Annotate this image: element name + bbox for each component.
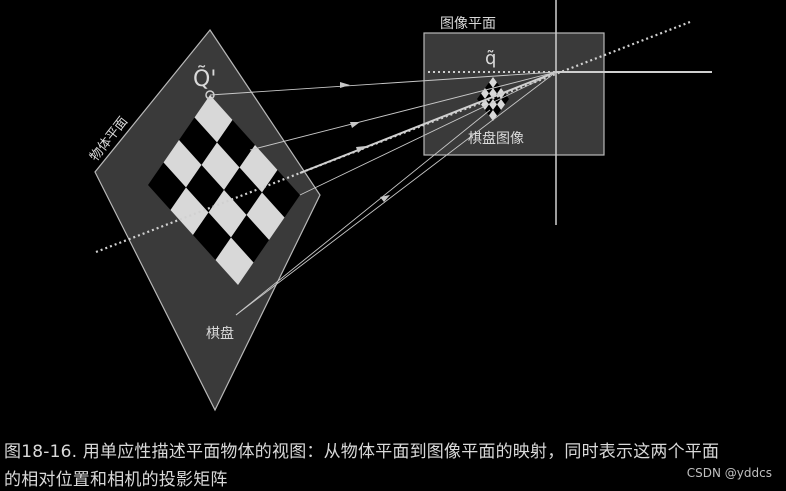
board-square — [148, 162, 186, 210]
board-square — [170, 187, 209, 235]
board-square — [186, 165, 224, 213]
ray-top — [209, 71, 557, 96]
board-square — [201, 142, 240, 190]
board-square — [262, 170, 300, 218]
q-prime-label: Q̃' — [193, 66, 216, 92]
arrowhead-1 — [340, 82, 350, 88]
ray-arrowheads — [340, 82, 390, 202]
figure-caption-line-2: 的相对位置和相机的投影矩阵 — [4, 470, 228, 490]
ray-bottom — [235, 109, 491, 316]
chessboard — [148, 95, 300, 285]
chessboard-image-label: 棋盘图像 — [468, 130, 524, 147]
board-square — [208, 190, 247, 238]
board-square — [179, 117, 217, 165]
board-square — [193, 212, 231, 260]
board-square — [224, 167, 262, 215]
board-square — [217, 120, 255, 168]
optical-axis-solid — [299, 71, 557, 174]
optical-axis — [95, 20, 691, 254]
board-square — [215, 237, 254, 285]
projection-rays — [209, 71, 557, 316]
board-square — [246, 192, 285, 240]
q-tilde-label: q̃ — [485, 48, 496, 69]
board-square — [239, 145, 278, 193]
arrowhead-4 — [356, 146, 366, 153]
board-square — [163, 140, 202, 188]
ray-lower — [235, 71, 557, 316]
arrowhead-2 — [350, 122, 360, 128]
figure-caption-line-1: 图18-16. 用单应性描述平面物体的视图：从物体平面到图像平面的映射，同时表示… — [4, 442, 720, 462]
chessboard-label: 棋盘 — [206, 325, 234, 342]
ray-right-upper — [249, 71, 557, 151]
point-q-prime — [205, 90, 215, 100]
board-square — [231, 215, 269, 263]
ray-right — [299, 71, 557, 196]
board-square — [194, 95, 233, 143]
watermark: CSDN @yddcs — [686, 466, 772, 480]
image-plane-label: 图像平面 — [440, 16, 496, 32]
arrowhead-3 — [380, 195, 390, 202]
image-plane — [423, 32, 605, 156]
